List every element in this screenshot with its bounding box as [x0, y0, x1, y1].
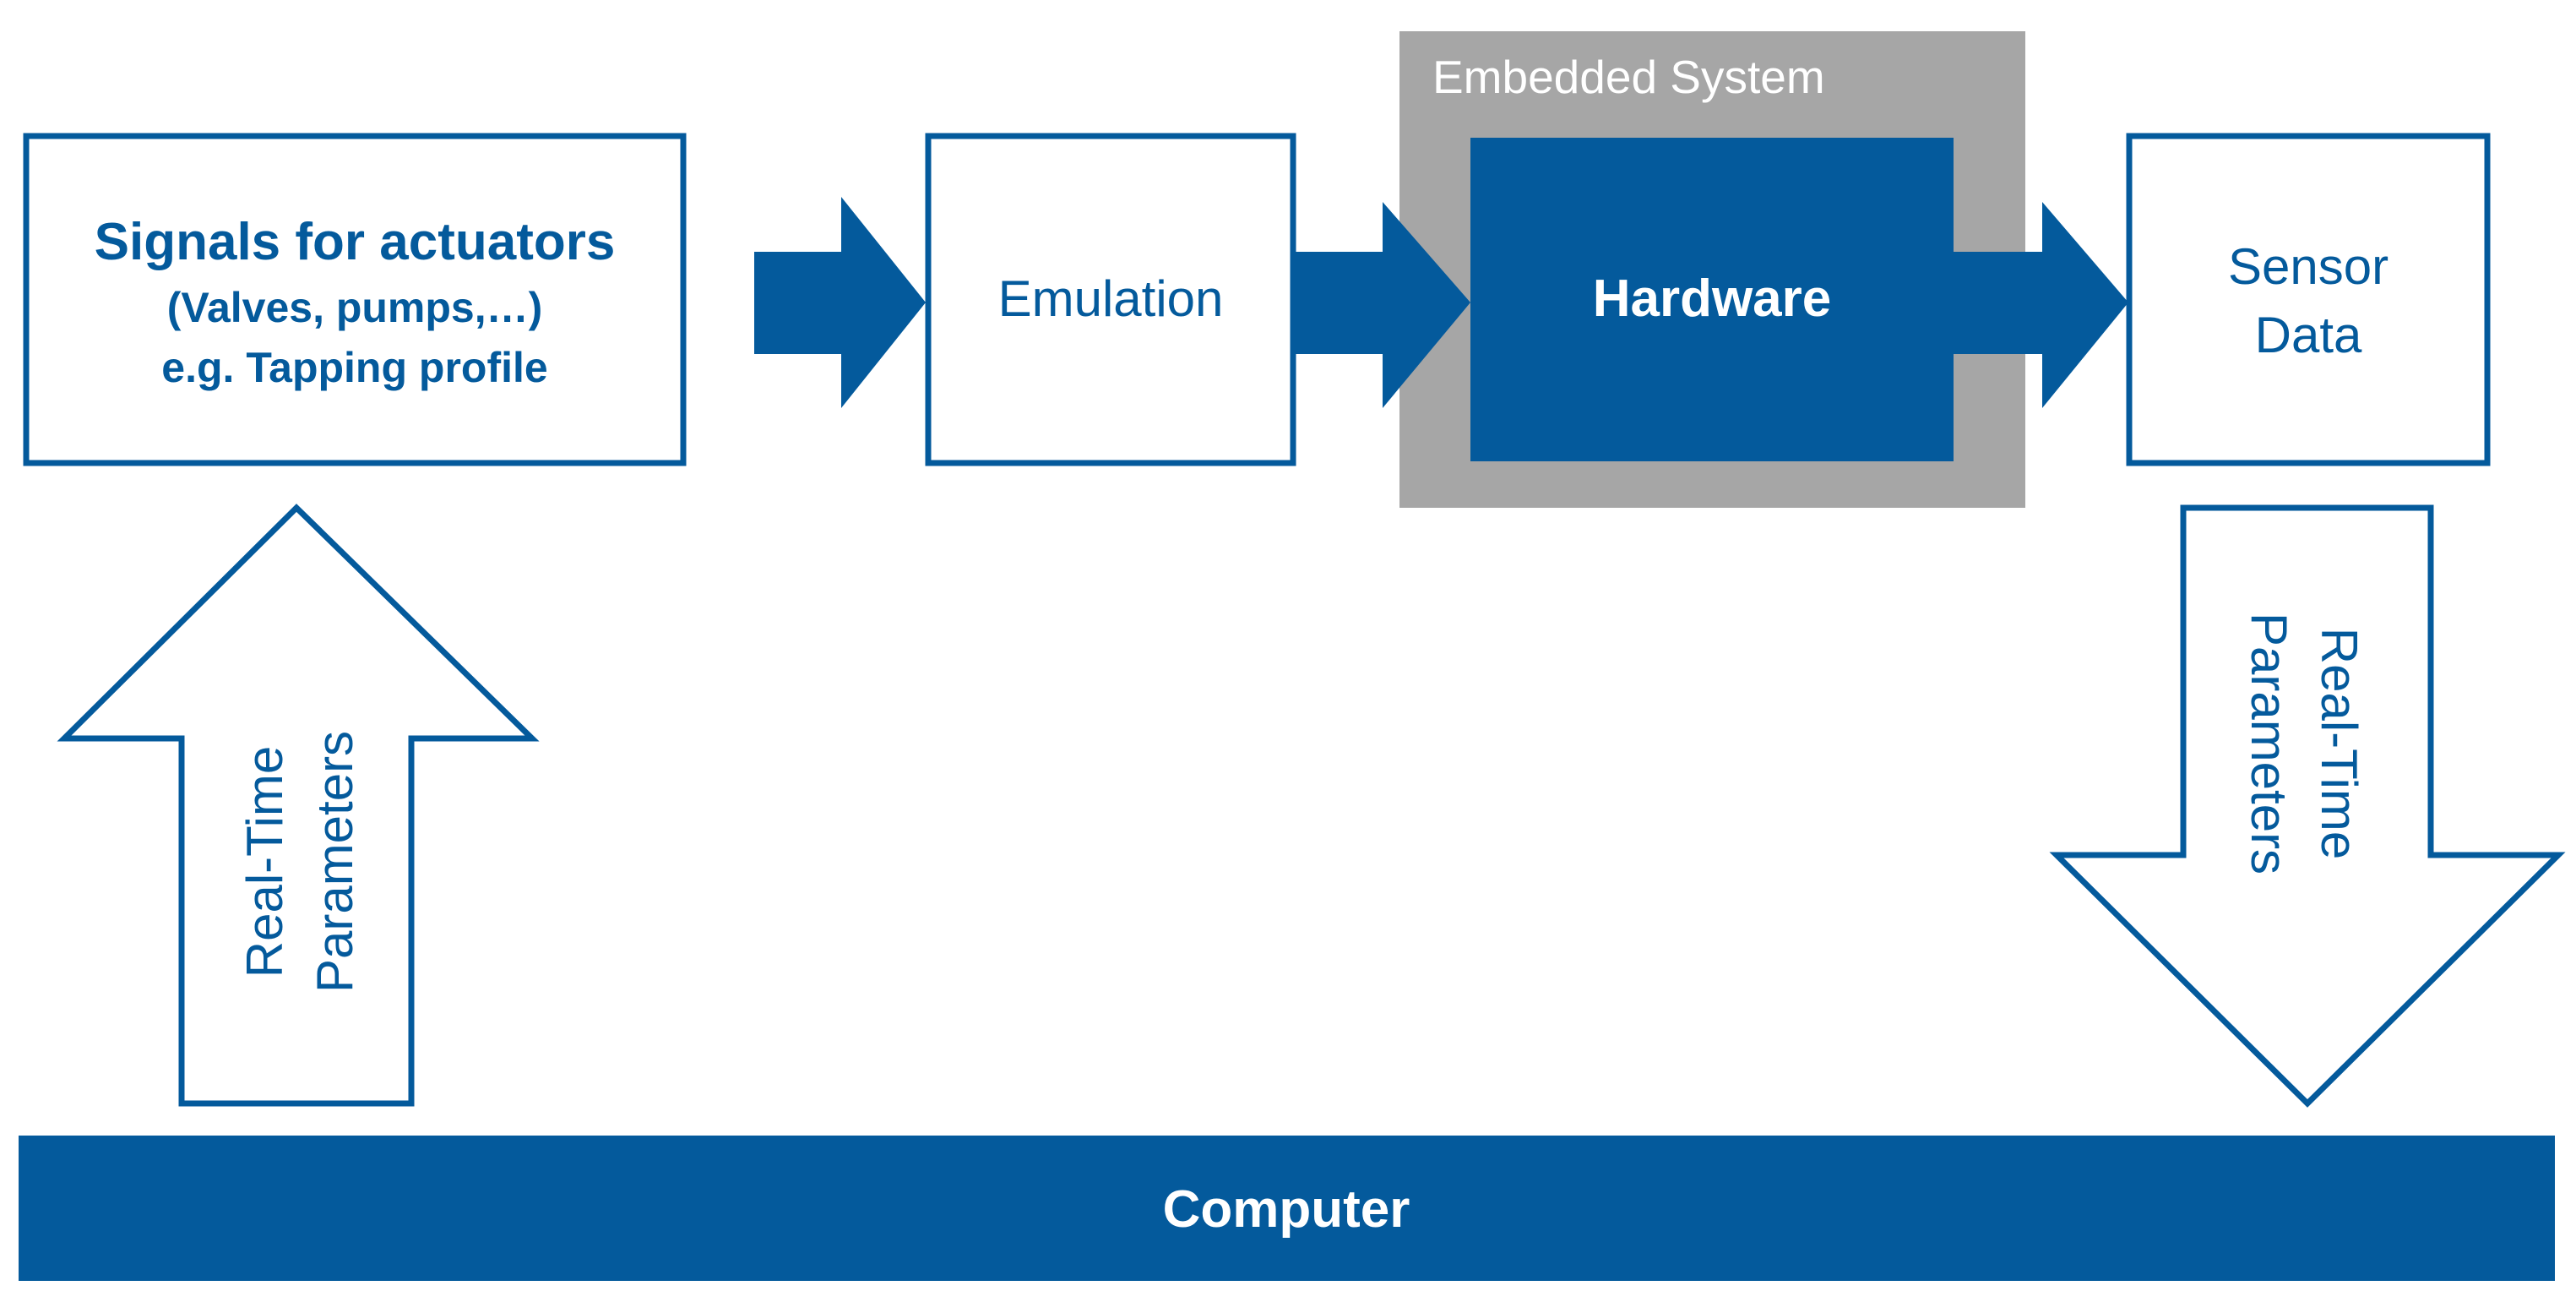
sensor-data-box-frame — [2126, 133, 2491, 466]
emulation-label: Emulation — [998, 270, 1224, 327]
signals-profile: e.g. Tapping profile — [161, 344, 547, 391]
hardware-box-fill — [1470, 138, 1954, 461]
down-arrow-label-line2: Parameters — [2241, 613, 2297, 874]
signals-box-frame — [23, 133, 687, 466]
up-arrow-outline — [57, 504, 540, 1107]
emulation-box: Emulation — [925, 133, 1296, 466]
computer-bar-fill — [19, 1136, 2555, 1281]
computer-bar: Computer — [19, 1136, 2555, 1281]
sensor-data-line2: Data — [2255, 307, 2362, 363]
sensor-data-box: Sensor Data — [2126, 133, 2491, 466]
flow-arrow-emulation-to-hardware — [1296, 202, 1470, 408]
realtime-parameters-down-arrow: Real-Time Parameters — [2049, 504, 2566, 1108]
embedded-system-label: Embedded System — [1432, 51, 1825, 103]
down-arrow-label-line1: Real-Time — [2311, 628, 2367, 859]
hardware-label: Hardware — [1593, 270, 1832, 328]
hardware-box: Hardware — [1470, 138, 1954, 461]
sensor-data-line1: Sensor — [2228, 238, 2389, 295]
realtime-parameters-up-arrow: Real-Time Parameters — [57, 504, 540, 1107]
signals-box: Signals for actuators (Valves, pumps,…) … — [23, 133, 687, 466]
computer-label: Computer — [1163, 1180, 1410, 1239]
down-arrow-outline — [2049, 504, 2566, 1108]
flow-arrow-signals-to-emulation — [754, 197, 926, 408]
up-arrow-label-line1: Real-Time — [236, 746, 293, 978]
emulation-box-frame — [925, 133, 1296, 466]
up-arrow-label-line2: Parameters — [307, 731, 363, 993]
signals-examples: (Valves, pumps,…) — [167, 284, 543, 331]
signals-title: Signals for actuators — [95, 213, 616, 271]
flow-arrow-hardware-to-sensor — [1954, 202, 2128, 408]
